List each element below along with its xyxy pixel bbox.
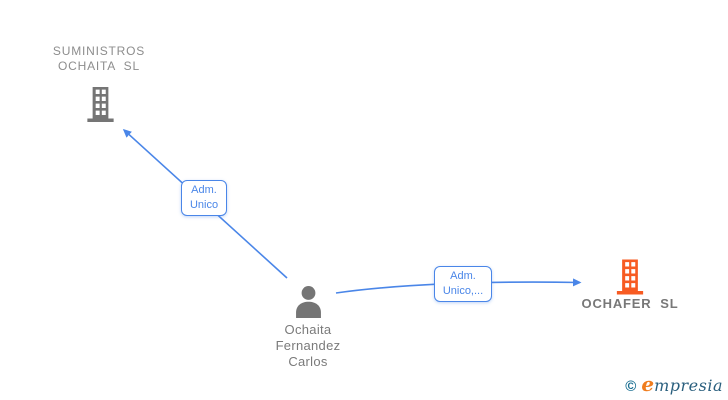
company-name-line: SUMINISTROS bbox=[52, 44, 146, 58]
node-label-ochafer[interactable]: OCHAFER SL bbox=[556, 296, 704, 312]
person-icon[interactable] bbox=[290, 285, 327, 323]
edge-label-adm-unico-2[interactable]: Adm. Unico,... bbox=[434, 266, 492, 302]
empresia-logo[interactable]: © empresia bbox=[625, 372, 723, 396]
building-icon-suministros[interactable] bbox=[85, 87, 116, 127]
node-label-person[interactable]: Ochaita Fernandez Carlos bbox=[238, 322, 378, 370]
node-label-suministros-ochaita[interactable]: SUMINISTROS OCHAITA SL bbox=[9, 44, 189, 74]
company-name-line: OCHAITA SL bbox=[58, 59, 140, 73]
person-name-line: Ochaita bbox=[284, 322, 332, 337]
copyright-icon: © bbox=[625, 378, 637, 395]
brand-wordmark: empresia bbox=[641, 372, 723, 396]
person-name-line: Carlos bbox=[288, 354, 328, 369]
edge-label-adm-unico[interactable]: Adm. Unico bbox=[181, 180, 227, 216]
person-name-line: Fernandez bbox=[275, 338, 341, 353]
building-icon-ochafer[interactable] bbox=[616, 257, 644, 302]
company-name-line: OCHAFER SL bbox=[581, 296, 679, 311]
